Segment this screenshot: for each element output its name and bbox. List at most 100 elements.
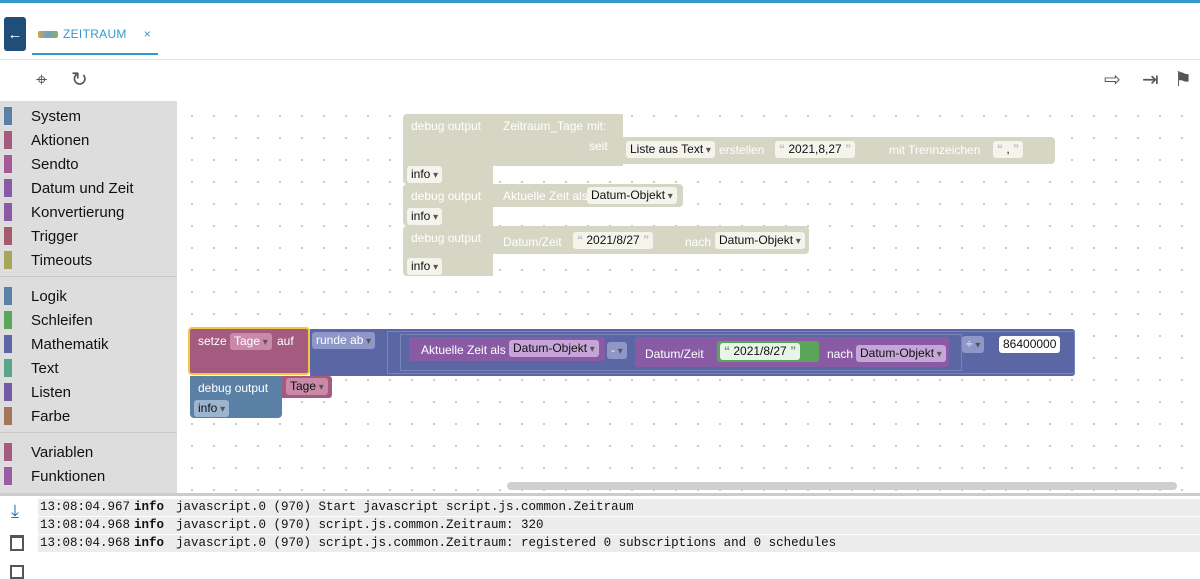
aktuelle-zeit-label: Aktuelle Zeit als bbox=[421, 343, 506, 357]
text-field-date[interactable]: “ 2021/8/27 ” bbox=[720, 343, 801, 360]
workspace-horizontal-scrollbar[interactable] bbox=[507, 482, 1177, 490]
category-sendto[interactable]: Sendto bbox=[0, 152, 177, 176]
category-label: Konvertierung bbox=[31, 203, 125, 221]
copy-icon[interactable] bbox=[10, 565, 24, 579]
info-dropdown[interactable]: info bbox=[407, 258, 443, 275]
tab-zeitraum[interactable]: ZEITRAUM × bbox=[32, 15, 158, 55]
mit-trennzeichen-label: mit Trennzeichen bbox=[889, 143, 981, 157]
log-time: 13:08:04.968 bbox=[40, 518, 131, 532]
category-color bbox=[4, 311, 12, 329]
toolbox-separator bbox=[0, 432, 177, 440]
category-color bbox=[4, 203, 12, 221]
category-schleifen[interactable]: Schleifen bbox=[0, 308, 177, 332]
divisor-number-field[interactable]: 86400000 bbox=[999, 336, 1061, 353]
debug-output-block-disabled[interactable]: debug output info bbox=[403, 226, 493, 276]
auf-label: auf bbox=[277, 334, 294, 348]
category-color bbox=[4, 131, 12, 149]
datum-objekt-dropdown[interactable]: Datum-Objekt bbox=[715, 232, 805, 249]
category-label: Logik bbox=[31, 287, 67, 305]
checkered-flag-icon[interactable]: ⚑ bbox=[1174, 69, 1192, 91]
divide-operator-dropdown[interactable]: ÷ bbox=[962, 336, 985, 353]
blockly-toolbox: System Aktionen Sendto Datum und Zeit Ko… bbox=[0, 101, 177, 493]
close-icon[interactable]: × bbox=[143, 27, 151, 41]
category-label: Farbe bbox=[31, 407, 71, 425]
list-mode-dropdown[interactable]: Liste aus Text bbox=[626, 141, 715, 158]
category-label: Aktionen bbox=[31, 131, 90, 149]
log-level: info bbox=[134, 500, 165, 514]
debug-output-block[interactable]: debug output info bbox=[190, 376, 282, 418]
refresh-icon[interactable]: ↻ bbox=[71, 69, 88, 91]
category-datum-und-zeit[interactable]: Datum und Zeit bbox=[0, 176, 177, 200]
category-system[interactable]: System bbox=[0, 104, 177, 128]
current-time-block[interactable]: Aktuelle Zeit als Datum-Objekt bbox=[409, 337, 605, 361]
blockly-workspace[interactable]: debug output info Zeitraum_Tage mit: sei… bbox=[177, 101, 1200, 493]
category-timeouts[interactable]: Timeouts bbox=[0, 248, 177, 272]
datum-zeit-label: Datum/Zeit bbox=[645, 347, 704, 361]
tab-bar: ← ZEITRAUM × bbox=[0, 3, 1200, 60]
log-message: javascript.0 (970) Start javascript scri… bbox=[176, 500, 634, 514]
editor-toolbar: ⌖ ↻ ⇨ ⇥ ⚑ bbox=[0, 61, 1200, 101]
list-from-text-block-disabled[interactable]: Liste aus Text erstellen “ 2021,8,27 ” m… bbox=[623, 137, 1055, 164]
text-field-date[interactable]: “ 2021/8/27 ” bbox=[573, 232, 654, 249]
category-listen[interactable]: Listen bbox=[0, 380, 177, 404]
category-label: Listen bbox=[31, 383, 72, 401]
debug-output-block-disabled[interactable]: debug output info bbox=[403, 114, 493, 184]
nach-label: nach bbox=[827, 347, 854, 361]
category-color bbox=[4, 107, 12, 125]
debug-output-label: debug output bbox=[411, 231, 482, 245]
variable-with-block-disabled[interactable]: Zeitraum_Tage mit: seit bbox=[493, 114, 623, 166]
import-icon[interactable]: ⇥ bbox=[1142, 69, 1159, 91]
log-time: 13:08:04.968 bbox=[40, 536, 131, 550]
info-dropdown[interactable]: info bbox=[407, 208, 443, 225]
category-color bbox=[4, 179, 12, 197]
datum-objekt-dropdown[interactable]: Datum-Objekt bbox=[509, 340, 599, 357]
tab-label: ZEITRAUM bbox=[63, 27, 127, 41]
convert-date-block-disabled[interactable]: Datum/Zeit “ 2021/8/27 ” nach Datum-Obje… bbox=[493, 226, 809, 254]
export-icon[interactable]: ⇨ bbox=[1104, 69, 1121, 91]
text-block[interactable]: “ 2021/8/27 ” bbox=[717, 341, 819, 362]
category-color bbox=[4, 383, 12, 401]
variable-tage-dropdown[interactable]: Tage bbox=[286, 378, 328, 395]
log-time: 13:08:04.967 bbox=[40, 500, 131, 514]
convert-date-block[interactable]: Datum/Zeit “ 2021/8/27 ” nach Datum-Obje… bbox=[635, 337, 949, 367]
variable-tage-dropdown[interactable]: Tage bbox=[230, 333, 272, 350]
variable-get-block[interactable]: Tage bbox=[282, 376, 332, 398]
log-row: 13:08:04.967 info javascript.0 (970) Sta… bbox=[38, 499, 1200, 516]
current-time-block-disabled[interactable]: Aktuelle Zeit als Datum-Objekt bbox=[493, 184, 683, 207]
log-panel: ⤓ 13:08:04.967 info javascript.0 (970) S… bbox=[0, 493, 1200, 579]
debug-output-block-disabled[interactable]: debug output info bbox=[403, 184, 493, 226]
category-trigger[interactable]: Trigger bbox=[0, 224, 177, 248]
mit-label: mit: bbox=[587, 119, 607, 133]
datum-objekt-dropdown[interactable]: Datum-Objekt bbox=[587, 187, 677, 204]
text-field-date-list[interactable]: “ 2021,8,27 ” bbox=[775, 141, 856, 158]
nach-label: nach bbox=[685, 235, 712, 249]
round-mode-dropdown[interactable]: runde ab bbox=[312, 332, 376, 349]
info-dropdown[interactable]: info bbox=[407, 166, 443, 183]
category-color bbox=[4, 359, 12, 377]
category-farbe[interactable]: Farbe bbox=[0, 404, 177, 428]
delete-icon[interactable] bbox=[10, 535, 24, 551]
set-variable-block[interactable]: setze Tage auf bbox=[188, 327, 310, 375]
category-mathematik[interactable]: Mathematik bbox=[0, 332, 177, 356]
back-button[interactable]: ← bbox=[4, 17, 26, 51]
text-field-separator[interactable]: “ , ” bbox=[993, 141, 1024, 158]
category-logik[interactable]: Logik bbox=[0, 284, 177, 308]
setze-label: setze bbox=[198, 334, 227, 348]
category-label: System bbox=[31, 107, 82, 125]
category-aktionen[interactable]: Aktionen bbox=[0, 128, 177, 152]
datum-objekt-dropdown[interactable]: Datum-Objekt bbox=[856, 345, 946, 362]
erstellen-label: erstellen bbox=[719, 143, 765, 157]
toolbox-group: Logik Schleifen Mathematik Text Listen F… bbox=[0, 284, 177, 428]
category-label: Variablen bbox=[31, 443, 94, 461]
crosshair-icon[interactable]: ⌖ bbox=[36, 69, 48, 91]
category-konvertierung[interactable]: Konvertierung bbox=[0, 200, 177, 224]
category-funktionen[interactable]: Funktionen bbox=[0, 464, 177, 488]
category-variablen[interactable]: Variablen bbox=[0, 440, 177, 464]
minus-operator-dropdown[interactable]: - bbox=[607, 342, 627, 359]
category-label: Schleifen bbox=[31, 311, 93, 329]
datum-zeit-label: Datum/Zeit bbox=[503, 235, 562, 249]
category-color bbox=[4, 467, 12, 485]
category-text[interactable]: Text bbox=[0, 356, 177, 380]
info-dropdown[interactable]: info bbox=[194, 400, 230, 417]
scroll-to-bottom-icon[interactable]: ⤓ bbox=[11, 501, 19, 521]
